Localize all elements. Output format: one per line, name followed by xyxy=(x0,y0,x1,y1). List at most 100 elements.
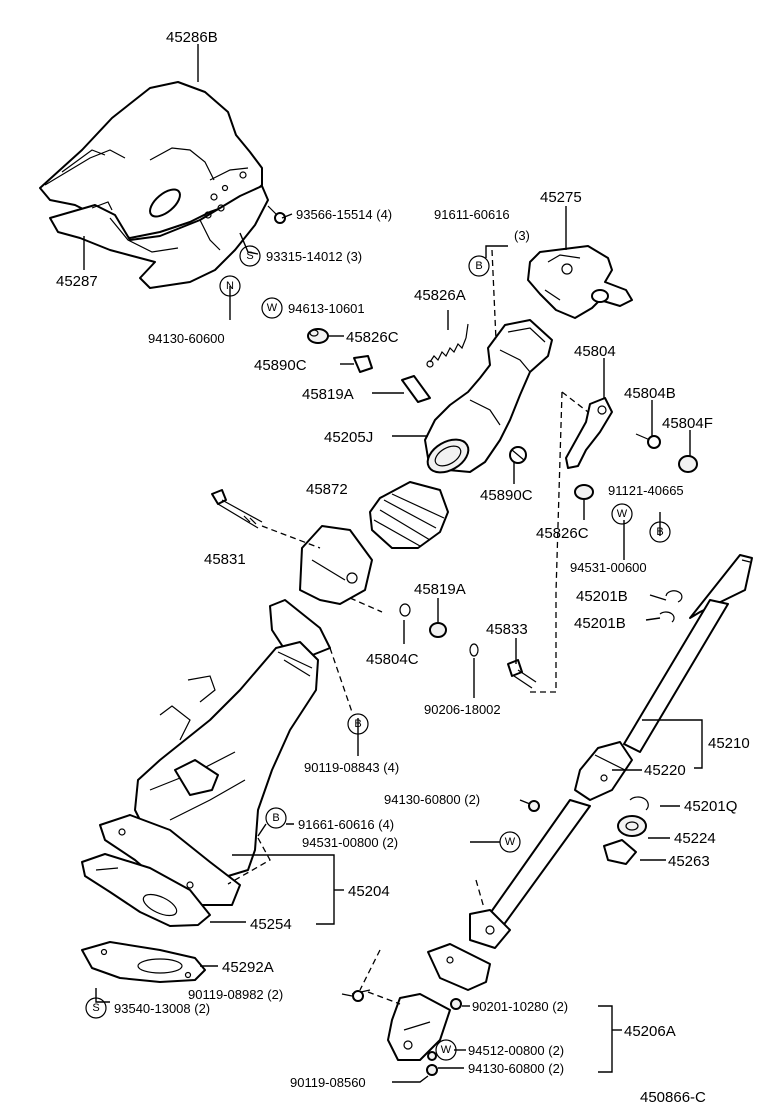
label-45872: 45872 xyxy=(306,481,348,498)
label-45286B: 45286B xyxy=(166,29,218,46)
bolt-45831-drawing xyxy=(211,489,263,529)
label-90201-10280: 90201-10280 (2) xyxy=(472,999,568,1014)
damper-parts-drawing xyxy=(603,796,649,865)
label-45292A: 45292A xyxy=(222,959,274,976)
screw-93566-drawing xyxy=(267,205,286,224)
label-45205J: 45205J xyxy=(324,429,373,446)
label-93540-13008: 93540-13008 (2) xyxy=(114,1001,210,1016)
leader-lines xyxy=(83,44,703,1083)
badge-B-2-text: B xyxy=(656,526,663,538)
label-45204: 45204 xyxy=(348,883,390,900)
badge-B-4: B xyxy=(265,807,287,829)
badge-W-3-text: W xyxy=(505,836,516,848)
label-45206A: 45206A xyxy=(624,1023,676,1040)
label-94613-10601: 94613-10601 xyxy=(288,301,365,316)
bushing-45826C-drawing xyxy=(307,328,329,344)
lower-joint-45206A-drawing xyxy=(351,943,491,1076)
label-93315-14012: 93315-14012 (3) xyxy=(266,249,362,264)
label-91611-60616: 91611-60616 xyxy=(434,207,510,222)
badge-B-3-text: B xyxy=(354,718,361,730)
intermediate-shaft-drawing xyxy=(469,554,753,949)
label-45263: 45263 xyxy=(668,853,710,870)
label-45804: 45804 xyxy=(574,343,616,360)
badge-W-4-text: W xyxy=(441,1044,452,1056)
badge-W-1-text: W xyxy=(267,302,278,314)
label-90119-08982: 90119-08982 (2) xyxy=(188,987,283,1002)
nut-94130-drawing xyxy=(528,800,540,812)
knob-45804F-drawing xyxy=(678,455,698,473)
label-90119-08560: 90119-08560 xyxy=(290,1075,366,1090)
label-45254: 45254 xyxy=(250,916,292,933)
label-45826C-a: 45826C xyxy=(346,329,399,346)
label-93566-15514: 93566-15514 (4) xyxy=(296,207,392,222)
clip-45201B-drawing xyxy=(659,590,683,623)
label-91611-qty: (3) xyxy=(514,228,530,243)
plate-45292A-drawing xyxy=(81,941,206,983)
label-91121-40665: 91121-40665 xyxy=(608,483,684,498)
label-45826C-b: 45826C xyxy=(536,525,589,542)
badge-W-2-text: W xyxy=(617,508,628,520)
label-45804F: 45804F xyxy=(662,415,713,432)
label-45220: 45220 xyxy=(644,762,686,779)
label-45804B: 45804B xyxy=(624,385,676,402)
label-45831: 45831 xyxy=(204,551,246,568)
tilt-lever-45804-drawing xyxy=(565,397,613,469)
bolt-45833-drawing xyxy=(507,659,537,689)
label-90119-08843: 90119-08843 (4) xyxy=(304,760,399,775)
badge-B-4-text: B xyxy=(272,812,279,824)
badge-W-3: W xyxy=(499,831,521,853)
label-45201B-a: 45201B xyxy=(576,588,628,605)
badge-B-2: B xyxy=(649,521,671,543)
label-94130-60800-b: 94130-60800 (2) xyxy=(468,1061,564,1076)
label-45819A-a: 45819A xyxy=(302,386,354,403)
steering-column-45204-drawing xyxy=(99,525,373,906)
bolt-45890C-drawing xyxy=(353,355,373,373)
key-cylinder-part-drawing xyxy=(527,245,633,319)
label-45890C-a: 45890C xyxy=(254,357,307,374)
badge-S-2: S xyxy=(85,997,107,1019)
lower-column-cover-drawing xyxy=(49,185,269,289)
gasket-45254-drawing xyxy=(81,853,211,927)
label-45201B-b: 45201B xyxy=(574,615,626,632)
label-90206-18002: 90206-18002 xyxy=(424,702,501,717)
pin-45819A-drawing xyxy=(401,375,431,403)
dashed-guide-lines xyxy=(227,249,589,1005)
badge-B-3: B xyxy=(347,713,369,735)
label-45826A: 45826A xyxy=(414,287,466,304)
label-91661-60616: 91661-60616 (4) xyxy=(298,817,394,832)
column-upper-bracket-drawing xyxy=(424,319,553,474)
label-94512-00800: 94512-00800 (2) xyxy=(468,1043,564,1058)
badge-N-1: N xyxy=(219,275,241,297)
badge-W-4: W xyxy=(435,1039,457,1061)
badge-B-1: B xyxy=(468,255,490,277)
badge-S-1: S xyxy=(239,245,261,267)
badge-N-1-text: N xyxy=(226,280,234,292)
label-94531-00800: 94531-00800 (2) xyxy=(302,835,398,850)
label-45819A-b: 45819A xyxy=(414,581,466,598)
badge-B-1-text: B xyxy=(475,260,482,272)
label-45804C: 45804C xyxy=(366,651,419,668)
badge-W-2: W xyxy=(611,503,633,525)
bushing-45826C-second-drawing xyxy=(574,484,594,500)
bolt-45804B-drawing xyxy=(635,433,661,449)
label-45224: 45224 xyxy=(674,830,716,847)
label-94531-00600: 94531-00600 xyxy=(570,560,647,575)
label-45890C-b: 45890C xyxy=(480,487,533,504)
boot-45872-drawing xyxy=(369,481,449,549)
spring-45826A-drawing xyxy=(426,323,469,368)
label-45275: 45275 xyxy=(540,189,582,206)
diagram-id-label: 450866-C xyxy=(640,1089,706,1106)
label-45833: 45833 xyxy=(486,621,528,638)
label-45287: 45287 xyxy=(56,273,98,290)
small-parts-drawing xyxy=(399,603,479,657)
label-45201Q: 45201Q xyxy=(684,798,737,815)
badge-S-2-text: S xyxy=(92,1002,99,1014)
label-45210: 45210 xyxy=(708,735,750,752)
badge-S-1-text: S xyxy=(246,250,253,262)
bolt-45890C-second-drawing xyxy=(509,446,527,464)
badge-W-1: W xyxy=(261,297,283,319)
label-94130-60800-a: 94130-60800 (2) xyxy=(384,792,480,807)
label-94130-60600: 94130-60600 xyxy=(148,331,225,346)
